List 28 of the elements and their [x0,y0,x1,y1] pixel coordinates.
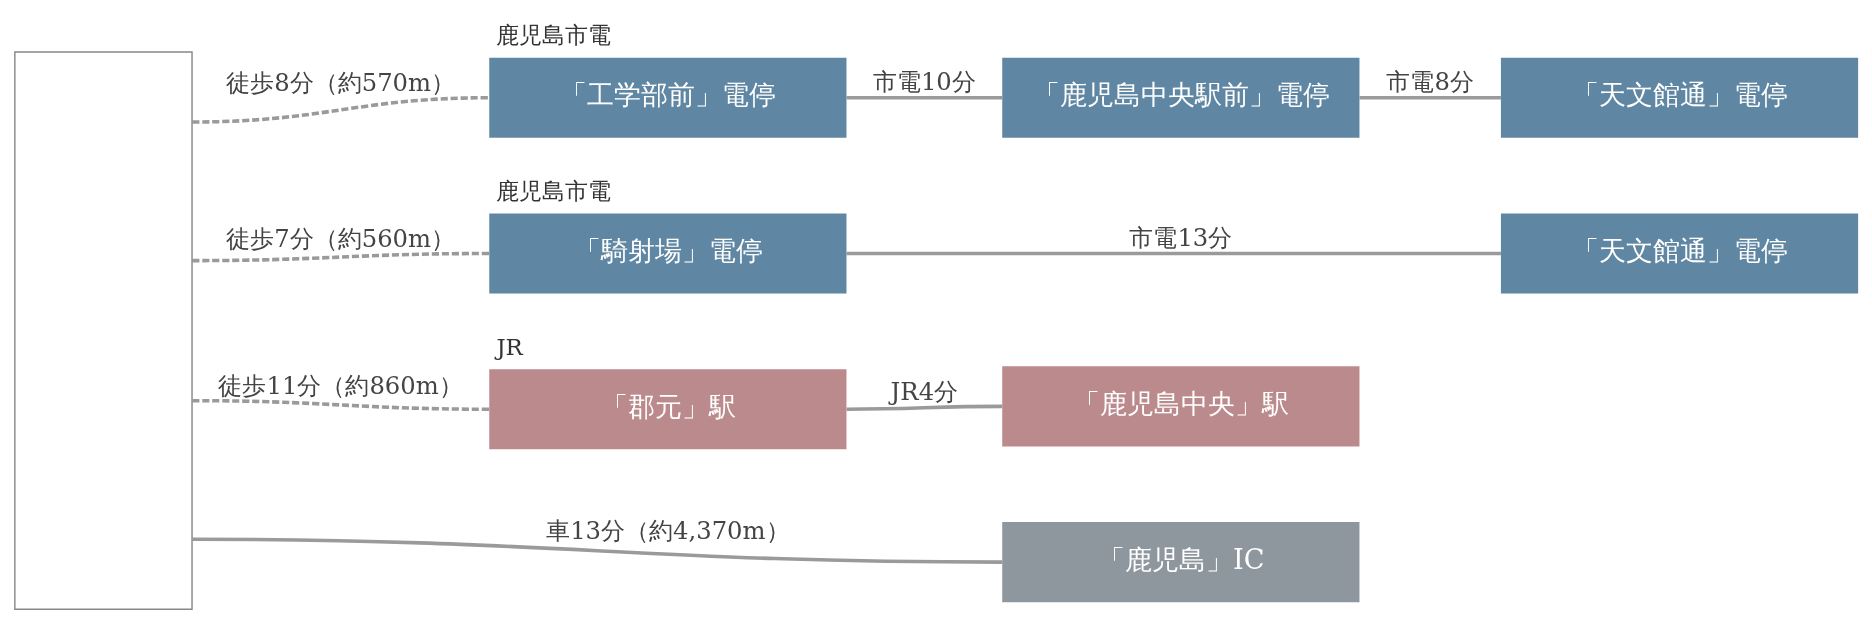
node-label: 鹿児島市電 [495,177,611,204]
edge-label: 徒歩11分（約860m） [218,370,463,400]
connector [191,251,489,262]
node-box [13,50,193,610]
node-box: 「鹿児島」IC [1001,521,1359,602]
connector [846,251,1501,255]
connector [191,537,1002,564]
node-label: JR [495,333,523,360]
edge-label: 市電10分 [872,66,976,96]
edge-label: 徒歩7分（約560m） [225,223,455,253]
node-label: 鹿児島市電 [495,21,611,48]
node-box: 「騎射場」電停 [488,213,846,293]
edge-label: 市電13分 [1128,222,1232,252]
connector [191,398,489,411]
node-box: 「工学部前」電停 [488,57,846,138]
connector [191,95,489,124]
node-box: 「天文館通」電停 [1500,57,1858,138]
connector [1358,95,1501,99]
node-box: 「鹿児島中央駅前」電停 [1001,57,1359,138]
connector [845,404,1002,411]
edge-label: JR4分 [890,376,958,406]
node-box: 「郡元」駅 [488,368,846,449]
edge-label: 徒歩8分（約570m） [225,67,455,97]
node-box: 「鹿児島中央」駅 [1001,365,1359,446]
node-box: 「天文館通」電停 [1500,213,1858,293]
edge-label: 車13分（約4,370m） [545,515,790,545]
edge-label: 市電8分 [1385,66,1474,96]
connector [846,95,1002,99]
